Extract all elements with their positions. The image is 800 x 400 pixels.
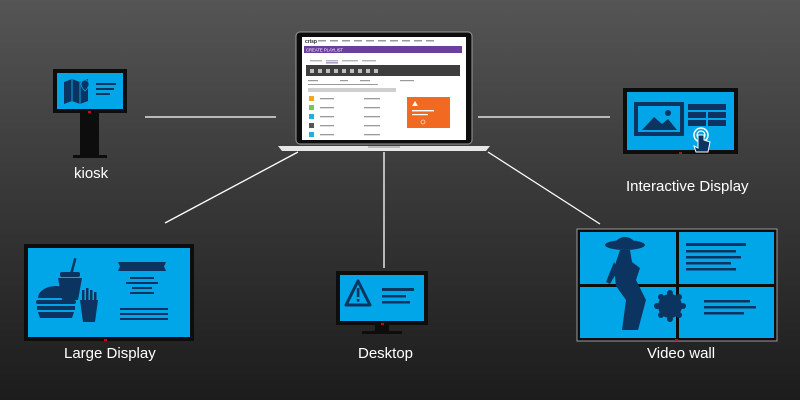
laptop-base [278,146,490,151]
label-interactive-display: Interactive Display [626,178,749,195]
food-icon [36,258,98,322]
grid-panel [688,104,726,126]
menu-lines [120,277,168,320]
desktop-neck [375,325,389,331]
playlist-rows [309,96,380,137]
connector-large [164,151,299,224]
label-kiosk: kiosk [74,165,109,182]
orange-preview-tile [407,97,450,128]
warning-icon [344,279,372,307]
panel-title: CREATE PLAYLIST [306,48,344,53]
seal-badge-icon [654,290,686,322]
label-desktop: Desktop [358,345,414,362]
app-logo: crisp [305,39,317,45]
panel-title-bar [304,46,462,53]
desktop-device [336,271,428,334]
desktop-screen [340,275,424,321]
label-large-display: Large Display [64,345,156,362]
picture-icon [634,102,684,136]
desktop-foot [362,331,402,334]
touch-hand-icon [693,127,711,153]
label-video-wall: Video wall [647,345,716,362]
connector-lines [145,116,610,268]
kiosk-stand [80,113,99,157]
laptop-cms: crisp CREATE PLAYLIST [278,31,490,151]
menu-banner [122,262,162,271]
kiosk-foot [73,155,107,158]
fashion-figure-icon [605,237,646,330]
interactive-display-device [623,88,738,154]
kiosk-device [53,69,127,158]
large-display-device [24,244,194,341]
connector-videowall [487,151,601,225]
video-wall-device [576,228,778,342]
panel-toolbar [306,65,460,76]
